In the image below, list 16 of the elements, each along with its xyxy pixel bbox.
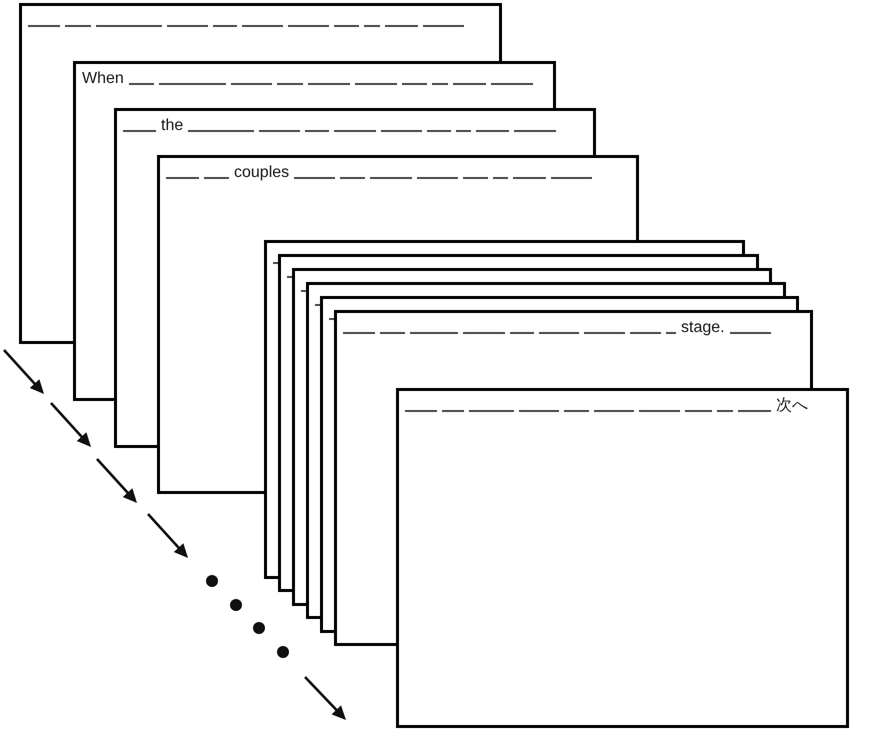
slide-card: [396, 388, 849, 728]
slide-card: [114, 108, 596, 155]
slide-card: [320, 296, 799, 310]
slide-card: [19, 3, 502, 61]
slide-card: [334, 310, 813, 388]
slide-card: [157, 155, 639, 240]
slide-card: [292, 268, 772, 282]
word-text: couples: [234, 164, 290, 182]
slide-card: [306, 282, 786, 296]
slide-card: [73, 61, 556, 108]
word-text: stage.: [681, 319, 725, 337]
word-text: When: [82, 70, 124, 88]
word-text: the: [161, 117, 184, 135]
word-text: 次へ: [776, 397, 808, 415]
slide-card: [264, 240, 745, 254]
slide-card: [278, 254, 759, 268]
